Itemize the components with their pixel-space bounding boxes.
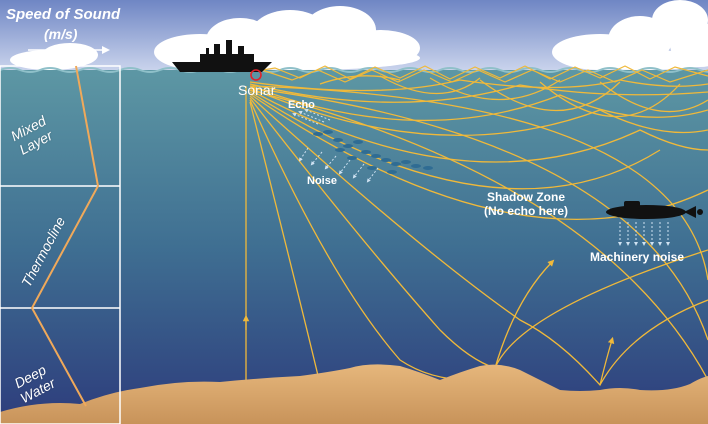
- seabed: [0, 364, 708, 424]
- surface-ray: [249, 65, 708, 80]
- speed-panel: [0, 46, 121, 424]
- sound-rays: [249, 75, 708, 387]
- reflected-ray-arrow: [599, 336, 615, 386]
- speed-title-line1: Speed of Sound: [6, 6, 121, 23]
- echo-arrows: [292, 108, 331, 125]
- speed-profile-line: [30, 65, 100, 407]
- reflected-ray-arrow: [494, 259, 555, 369]
- surface-ray: [261, 69, 708, 83]
- cloud-icon: [10, 43, 98, 70]
- sea: [0, 70, 708, 424]
- sonar-ring: [250, 69, 262, 81]
- shadow-zone-label: Shadow Zone (No echo here): [484, 190, 569, 218]
- noise-arrows: [298, 147, 379, 183]
- fish-school-icon: [313, 130, 433, 174]
- noise-label: Noise: [307, 175, 337, 187]
- echo-label: Echo: [288, 99, 315, 111]
- cloud-icon: [552, 0, 708, 70]
- machinery-noise-label: Machinery noise: [590, 250, 685, 264]
- speed-axis-label: Increase: [36, 52, 89, 67]
- submarine-icon: [606, 201, 703, 219]
- speed-title-line2: (m/s): [44, 26, 78, 42]
- ship-icon: [172, 40, 272, 72]
- sonar-label: Sonar: [238, 82, 276, 98]
